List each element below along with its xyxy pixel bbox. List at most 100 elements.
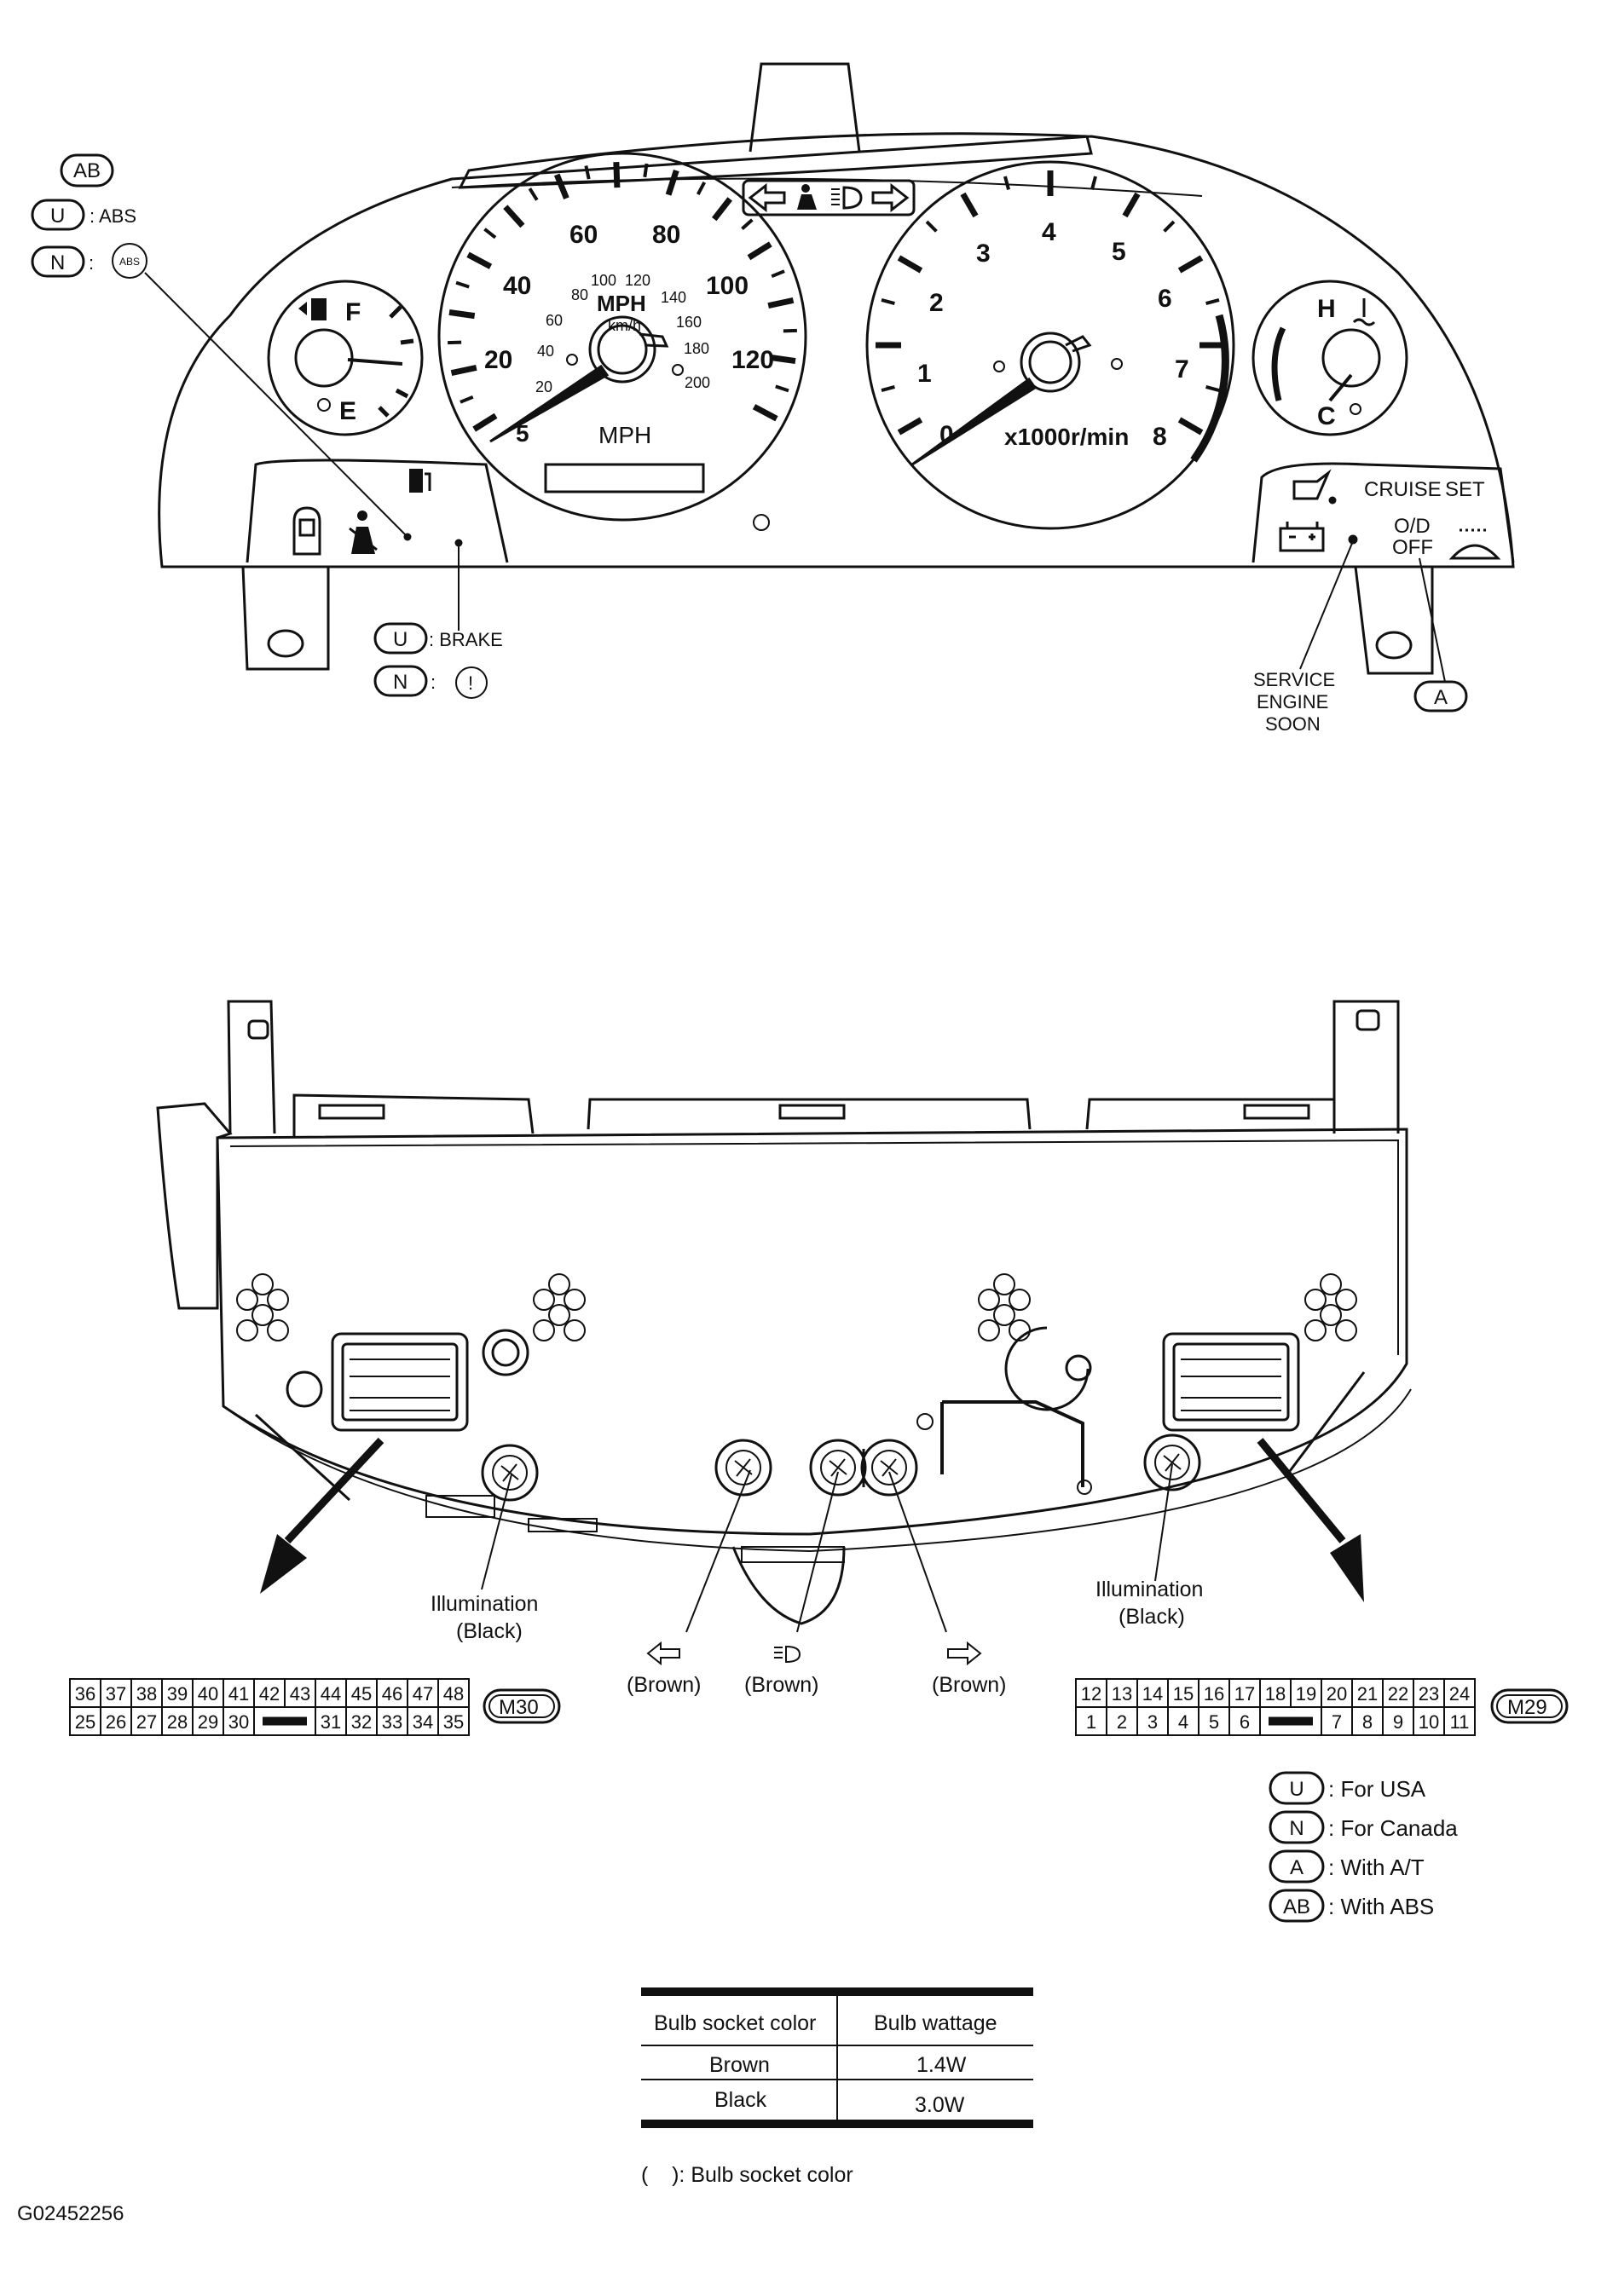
brake-callout-group: U : BRAKE N : ! [373, 545, 503, 699]
legend-code-badge [1269, 1771, 1325, 1805]
bulb-hole [267, 1289, 289, 1311]
right-connector-arrow-icon [1257, 1438, 1364, 1602]
pin-number: 21 [1357, 1683, 1378, 1705]
legend-text: : With A/T [1328, 1855, 1425, 1880]
tacho-label-1: 1 [917, 360, 932, 388]
bulb-hole [533, 1289, 555, 1311]
svg-text:(Brown): (Brown) [932, 1673, 1007, 1697]
service-engine-soon-line3: SOON [1265, 713, 1321, 735]
gauge-tick [881, 384, 895, 392]
left-turn-socket-label: (Brown) [627, 1641, 702, 1697]
pin-number: 12 [1081, 1683, 1101, 1705]
pin-number: 14 [1142, 1683, 1163, 1705]
pin-number: 47 [413, 1683, 433, 1705]
pin-number: 37 [106, 1683, 126, 1705]
gauge-tick [1205, 298, 1220, 306]
gauge-tick [553, 173, 569, 200]
tacho-label-8: 8 [1153, 423, 1167, 451]
fuel-empty-label: E [339, 397, 356, 425]
bulb-socket-inner [871, 1450, 907, 1485]
pin-number: 22 [1388, 1683, 1408, 1705]
bulb-socket-key [1163, 1453, 1182, 1472]
airbag-warning-icon [797, 184, 817, 210]
bulb-socket-inner [820, 1450, 856, 1485]
pin-number: 30 [228, 1711, 249, 1733]
gauge-tick [455, 280, 470, 289]
oil-pressure-icon [1292, 469, 1337, 505]
bulb-socket-inner [492, 1455, 528, 1491]
screw-icon [317, 398, 331, 412]
pin-number: 38 [136, 1683, 157, 1705]
right-turn-arrow-icon [947, 1641, 982, 1666]
abs-label: : ABS [90, 205, 136, 227]
bulb-socket [481, 1444, 539, 1502]
kmh-180: 180 [684, 340, 709, 357]
bulb-socket-key [880, 1458, 899, 1477]
bulb-hole [548, 1304, 570, 1326]
gauge-tick [771, 269, 785, 279]
gauge-tick [747, 241, 772, 261]
pin-number: 9 [1393, 1711, 1403, 1733]
gauge-tick [472, 412, 498, 432]
kmh-160: 160 [676, 314, 702, 331]
bulb-hole [236, 1289, 258, 1311]
service-engine-soon-line1: SERVICE [1253, 669, 1335, 690]
svg-text:Illumination: Illumination [431, 1592, 538, 1616]
legend-code-badge [1269, 1810, 1325, 1844]
right-turn-socket-label: (Brown) [932, 1641, 1007, 1697]
pin-number: 7 [1332, 1711, 1342, 1733]
bulb-hole [1335, 1289, 1357, 1311]
kmh-100: 100 [591, 272, 616, 289]
gauge-tick [960, 192, 979, 218]
legend-code-badge [1269, 1889, 1325, 1923]
bulb-socket [1143, 1434, 1201, 1491]
illumination-right-label: Illumination (Black) [1095, 1578, 1203, 1629]
service-engine-soon-line2: ENGINE [1257, 691, 1328, 712]
bulb-socket [714, 1439, 772, 1497]
mph-label-20: 20 [484, 346, 512, 374]
callout-ab: AB [73, 159, 101, 182]
bulb-hole [1335, 1319, 1357, 1341]
left-turn-arrow-icon [748, 182, 786, 213]
washer-fluid-icon [1448, 528, 1501, 560]
turn-indicator-strip [742, 179, 916, 216]
connector-m30-badge: M30 [483, 1688, 561, 1724]
callout-u: U [393, 628, 408, 651]
pin-number: 43 [290, 1683, 310, 1705]
legend-text: : For Canada [1328, 1815, 1458, 1841]
left-turn-arrow-icon [646, 1641, 680, 1666]
pin-blank-bar [1269, 1716, 1313, 1726]
kmh-140: 140 [661, 289, 686, 306]
set-label: SET [1445, 478, 1485, 501]
bulb-hole [251, 1273, 274, 1295]
left-connector-arrow-icon [260, 1437, 384, 1594]
svg-text:(Brown): (Brown) [627, 1673, 702, 1697]
fuel-pump-icon [298, 298, 327, 320]
bulb-hole [564, 1319, 586, 1341]
svg-text:M29: M29 [1507, 1696, 1547, 1719]
overdrive-off-label: OFF [1392, 536, 1433, 559]
bulb-hole [236, 1319, 258, 1341]
pin-number: 20 [1327, 1683, 1347, 1705]
abs-symbol: ABS [119, 256, 140, 268]
kmh-120: 120 [625, 272, 650, 289]
tacho-label-5: 5 [1112, 238, 1126, 266]
kmh-200: 200 [685, 374, 710, 391]
pin-number: 1 [1086, 1711, 1096, 1733]
mph-label-40: 40 [503, 272, 531, 300]
pin-number: 36 [75, 1683, 95, 1705]
pin-number: 28 [167, 1711, 188, 1733]
bulb-hole [1320, 1273, 1342, 1295]
brake-symbol: ! [468, 672, 473, 694]
pin-number: 25 [75, 1711, 95, 1733]
bulb-hole [978, 1289, 1000, 1311]
pin-number: 46 [382, 1683, 402, 1705]
bulb-hole [1304, 1319, 1327, 1341]
gauge-tick [897, 255, 923, 274]
kmh-20: 20 [535, 378, 552, 395]
gauge-tick [466, 251, 493, 269]
bulb-socket-key [829, 1458, 847, 1477]
callout-n: N [50, 251, 65, 274]
